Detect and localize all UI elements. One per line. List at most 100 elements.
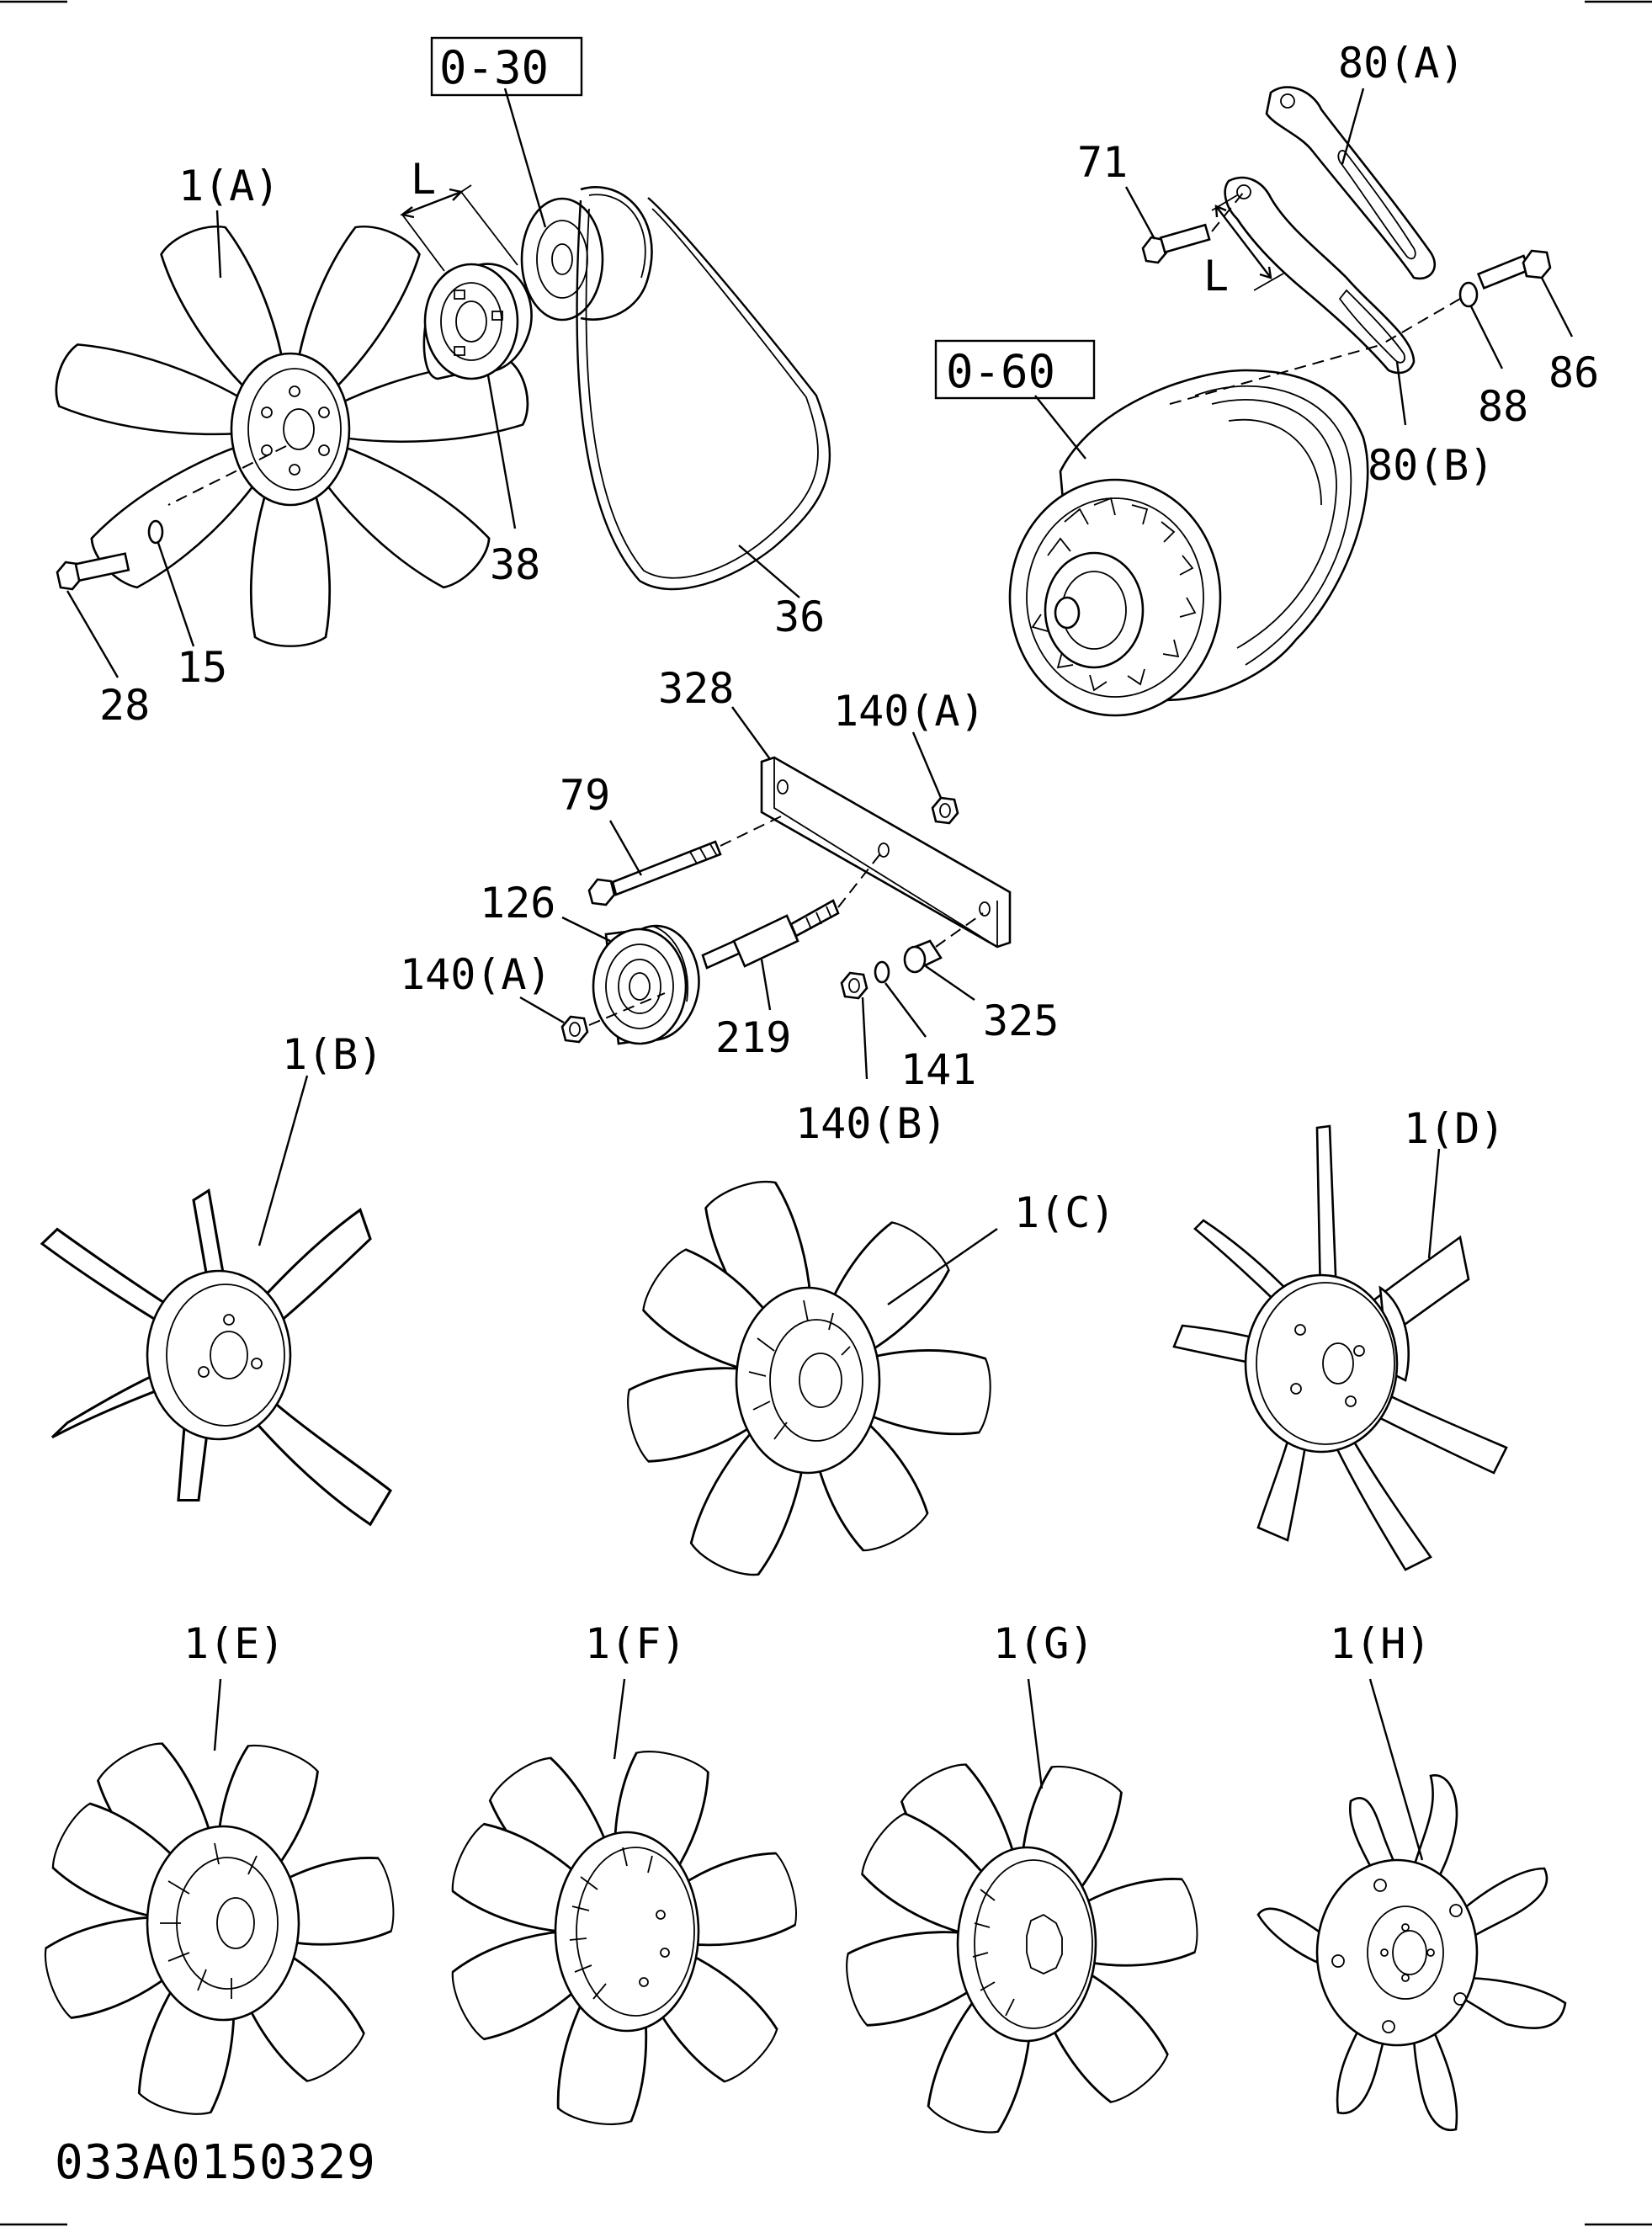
label-1d: 1(D) [1404,1104,1505,1153]
label-88: 88 [1478,382,1528,431]
bolt-86-leader [1540,277,1574,338]
fan-a-axis-line [167,445,287,506]
washer-15-leader [157,542,195,647]
bolt-79-axis [720,816,782,847]
spacer-325-leader [925,965,975,1001]
nut-140b-drawing [840,971,868,1000]
label-38: 38 [490,540,540,589]
fan-d-leader [1427,1148,1441,1259]
label-1e: 1(E) [183,1619,284,1668]
ref-box-0-30-frame [430,36,583,97]
box-0-60-leader [1034,395,1086,460]
fan-c-leader [887,1228,998,1305]
ref-box-0-30[interactable]: 0-30 [439,41,549,94]
belt-36-leader [738,545,800,598]
pulley-126-axis [588,992,666,1026]
label-140b: 140(B) [795,1099,948,1148]
ref-box-0-60[interactable]: 0-60 [946,345,1055,398]
spacer-325-drawing [903,939,943,974]
fan-c-drawing [619,1172,995,1586]
fan-h-drawing [1256,1774,1567,2132]
bolt-79-leader [608,820,643,876]
nut-140a-top-leader [911,731,943,799]
alternator-drawing [1008,369,1369,717]
nut-140a-left-leader [519,996,565,1024]
shaft-219-leader [760,959,772,1011]
plate-328-drawing [760,756,1012,949]
idler-38-leader [486,375,517,529]
fan-f-leader [613,1678,626,1760]
fan-e-drawing [35,1733,401,2123]
label-80b: 80(B) [1368,441,1495,490]
label-126: 126 [480,879,555,927]
label-328: 328 [658,664,734,713]
bolt-71-leader [1124,186,1156,240]
fan-f-drawing [443,1743,805,2131]
fan-g-leader [1027,1678,1044,1789]
spacer-325-axis [935,912,984,948]
fan-b-leader [258,1075,309,1246]
washer-88-leader [1469,306,1504,369]
label-l-left: L [411,155,436,204]
washer-15-drawing [147,519,164,545]
dimension-l-right [1211,194,1284,291]
crank-pulley-drawing [520,186,653,322]
nut-140a-left-drawing [560,1015,589,1044]
label-1b: 1(B) [282,1030,383,1079]
label-1f: 1(F) [585,1619,686,1668]
drawing-code: 033A0150329 [55,2135,376,2190]
fan-g-drawing [838,1754,1204,2142]
label-141: 141 [900,1045,976,1094]
fan-e-leader [213,1678,222,1751]
bracket-80b-drawing [1224,176,1416,375]
washer-88-drawing [1458,281,1479,308]
fan-a-leader [215,210,222,279]
label-15: 15 [177,643,227,692]
fan-h-leader [1368,1678,1424,1861]
label-80a: 80(A) [1338,39,1465,88]
nut-140b-leader [861,997,868,1080]
shaft-219-axis [837,851,883,908]
label-219: 219 [715,1013,791,1062]
fan-b-drawing [40,1188,393,1527]
bolt-28-drawing [56,552,130,591]
washer-141-drawing [874,960,890,984]
label-140a-top: 140(A) [833,687,985,736]
label-86: 86 [1548,348,1599,397]
plate-328-leader [731,706,771,760]
label-28: 28 [99,681,150,730]
fan-a-drawing [47,216,534,648]
label-1g: 1(G) [993,1619,1094,1668]
label-71: 71 [1077,138,1128,187]
label-140a-left: 140(A) [400,950,552,999]
label-1a: 1(A) [178,162,279,210]
bolt-71-drawing [1141,223,1211,264]
bolt-71-axis [1211,191,1245,232]
nut-140a-top-drawing [931,796,959,825]
washer-141-leader [884,982,927,1038]
bracket-80a-drawing [1265,86,1437,280]
label-l-right: L [1203,252,1229,300]
bolt-86-axis [1379,298,1461,346]
fan-d-drawing [1172,1124,1508,1571]
belt-36-drawing [576,197,831,591]
ref-box-0-60-frame [934,339,1096,400]
dimension-l-left [400,184,518,272]
label-36: 36 [774,593,825,641]
bracket-80a-leader [1341,88,1365,165]
bracket-80b-leader [1395,361,1407,426]
label-325: 325 [983,997,1059,1045]
bolt-86-drawing [1476,249,1552,290]
shaft-219-drawing [701,899,840,970]
bolt-79-drawing [587,840,722,906]
idler-38-drawing [422,263,533,380]
label-79: 79 [560,771,610,820]
box-0-30-leader [503,88,547,228]
label-1c: 1(C) [1014,1188,1115,1237]
label-1h: 1(H) [1330,1619,1431,1668]
pulley-126-leader [561,916,611,943]
bolt-28-leader [66,590,120,678]
pulley-126-drawing [592,924,700,1045]
